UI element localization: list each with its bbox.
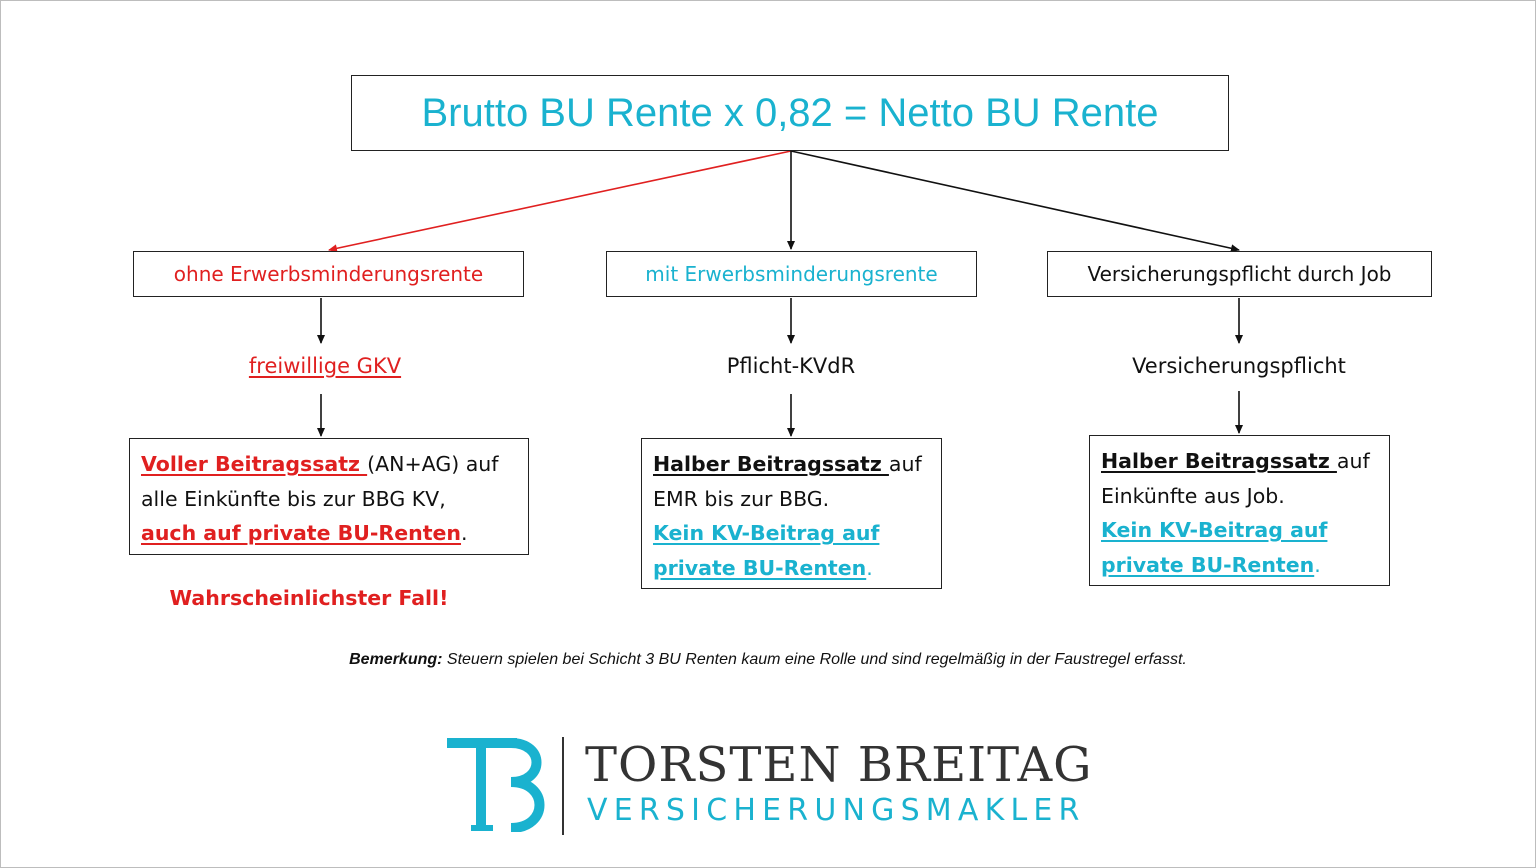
insurance-label-left: freiwillige GKV — [248, 354, 402, 378]
remark-label: Bemerkung: — [349, 651, 443, 668]
detail-box-left: Voller Beitragssatz (AN+AG) auf alle Ein… — [129, 438, 529, 555]
logo-subtitle: VERSICHERUNGSMAKLER — [587, 793, 1086, 828]
likeliest-case-note: Wahrscheinlichster Fall! — [169, 586, 449, 610]
detail-right-emphasis: Halber Beitragssatz — [1101, 449, 1337, 473]
logo-divider — [562, 737, 564, 835]
remark: Bemerkung: Steuern spielen bei Schicht 3… — [1, 651, 1535, 669]
detail-right-highlight2: private BU-Renten — [1101, 552, 1315, 577]
detail-right-text1: auf — [1336, 449, 1370, 473]
insurance-label-middle: Pflicht-KVdR — [726, 354, 856, 378]
category-box-middle: mit Erwerbsminderungsrente — [606, 251, 977, 297]
detail-middle-text1: auf — [888, 452, 922, 476]
detail-middle-text2: EMR bis zur BBG. — [653, 486, 830, 511]
detail-left-emphasis: Voller Beitragssatz — [141, 452, 368, 476]
detail-box-middle: Halber Beitragssatz auf EMR bis zur BBG.… — [641, 438, 942, 589]
category-box-right: Versicherungspflicht durch Job — [1047, 251, 1432, 297]
category-label-left: ohne Erwerbsminderungsrente — [173, 262, 484, 286]
detail-right-highlight1: Kein KV-Beitrag auf — [1101, 518, 1328, 542]
arrow-title-to-right — [790, 150, 1240, 253]
category-label-right: Versicherungspflicht durch Job — [1087, 262, 1392, 286]
title-box: Brutto BU Rente x 0,82 = Netto BU Rente — [351, 75, 1229, 151]
detail-box-right: Halber Beitragssatz auf Einkünfte aus Jo… — [1089, 435, 1390, 586]
detail-left-text2: alle Einkünfte bis zur BBG KV, — [141, 486, 446, 511]
detail-right-text2: Einkünfte aus Job. — [1101, 483, 1285, 508]
diagram-title: Brutto BU Rente x 0,82 = Netto BU Rente — [421, 90, 1159, 135]
detail-middle-period: . — [866, 555, 873, 580]
detail-left-text1: (AN+AG) auf — [367, 452, 499, 476]
category-label-middle: mit Erwerbsminderungsrente — [645, 262, 938, 286]
tb-monogram-logo: TB — [447, 738, 545, 832]
arrow-title-to-left — [328, 150, 792, 253]
detail-middle-highlight1: Kein KV-Beitrag auf — [653, 521, 880, 545]
detail-right-period: . — [1314, 552, 1321, 577]
detail-left-period: . — [461, 521, 468, 545]
logo-name: TORSTEN BREITAG — [585, 737, 1093, 793]
detail-middle-highlight2: private BU-Renten — [653, 555, 867, 580]
insurance-label-right: Versicherungspflicht — [1132, 354, 1346, 378]
category-box-left: ohne Erwerbsminderungsrente — [133, 251, 524, 297]
detail-middle-emphasis: Halber Beitragssatz — [653, 452, 889, 476]
detail-left-highlight: auch auf private BU-Renten — [141, 521, 462, 545]
remark-text: Steuern spielen bei Schicht 3 BU Renten … — [442, 651, 1187, 668]
